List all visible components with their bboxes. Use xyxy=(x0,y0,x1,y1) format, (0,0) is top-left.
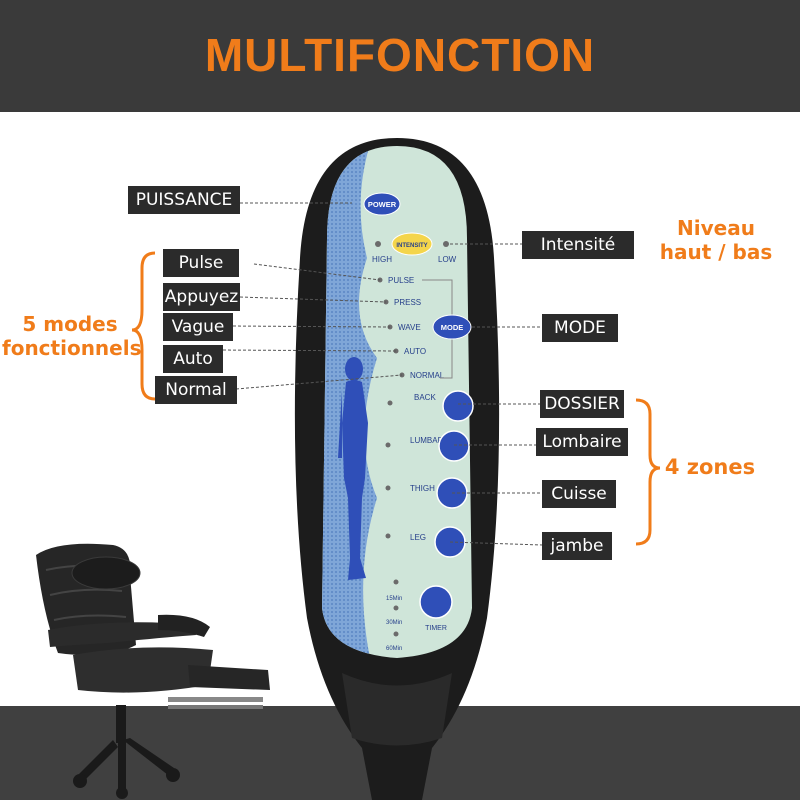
massage-remote: POWER INTENSITY HIGH LOW PULSE PRESS WAV… xyxy=(294,138,500,800)
remote-mode-pulse: PULSE xyxy=(388,276,414,285)
power-button-label: POWER xyxy=(368,200,397,209)
label-normal: Normal xyxy=(155,376,237,404)
annotation-niveau-line1: Niveau xyxy=(677,216,755,240)
intensity-button-label: INTENSITY xyxy=(396,243,427,249)
label-vague: Vague xyxy=(163,313,233,341)
remote-zone-thigh: THIGH xyxy=(410,484,435,493)
label-appuyez: Appuyez xyxy=(163,283,240,311)
timer-30: 30Min xyxy=(386,620,402,626)
label-pulse: Pulse xyxy=(163,249,239,277)
label-cuisse: Cuisse xyxy=(542,480,616,508)
high-label: HIGH xyxy=(372,255,392,264)
remote-zone-back: BACK xyxy=(414,393,436,402)
timer-15: 15Min xyxy=(386,596,402,602)
annotation-5-modes: 5 modes fonctionnels xyxy=(2,312,142,360)
annotation-niveau-line2: haut / bas xyxy=(659,240,773,264)
office-chair-illustration xyxy=(36,543,270,799)
remote-mode-normal: NORMAL xyxy=(410,371,445,380)
annotation-5-modes-line1: 5 modes xyxy=(22,312,118,336)
label-puissance: PUISSANCE xyxy=(128,186,240,214)
label-dossier: DOSSIER xyxy=(540,390,624,418)
page-title: MULTIFONCTION xyxy=(204,29,596,81)
remote-zone-lumbar: LUMBAR xyxy=(410,436,444,445)
header-bar: MULTIFONCTION xyxy=(0,0,800,112)
timer-button-label: TIMER xyxy=(425,625,447,632)
label-intensite: Intensité xyxy=(522,231,634,259)
annotation-niveau: Niveau haut / bas xyxy=(650,216,782,264)
low-label: LOW xyxy=(438,255,457,264)
label-auto: Auto xyxy=(163,345,223,373)
annotation-5-modes-line2: fonctionnels xyxy=(2,336,142,360)
label-lombaire: Lombaire xyxy=(536,428,628,456)
label-jambe: jambe xyxy=(542,532,612,560)
remote-zone-leg: LEG xyxy=(410,533,426,542)
timer-60: 60Min xyxy=(386,646,402,652)
remote-mode-wave: WAVE xyxy=(398,323,421,332)
body-silhouette-icon xyxy=(338,357,368,580)
remote-mode-press: PRESS xyxy=(394,298,421,307)
mode-button-label: MODE xyxy=(441,323,464,332)
label-mode: MODE xyxy=(542,314,618,342)
annotation-4-zones: 4 zones xyxy=(664,455,756,479)
remote-mode-auto: AUTO xyxy=(404,347,426,356)
